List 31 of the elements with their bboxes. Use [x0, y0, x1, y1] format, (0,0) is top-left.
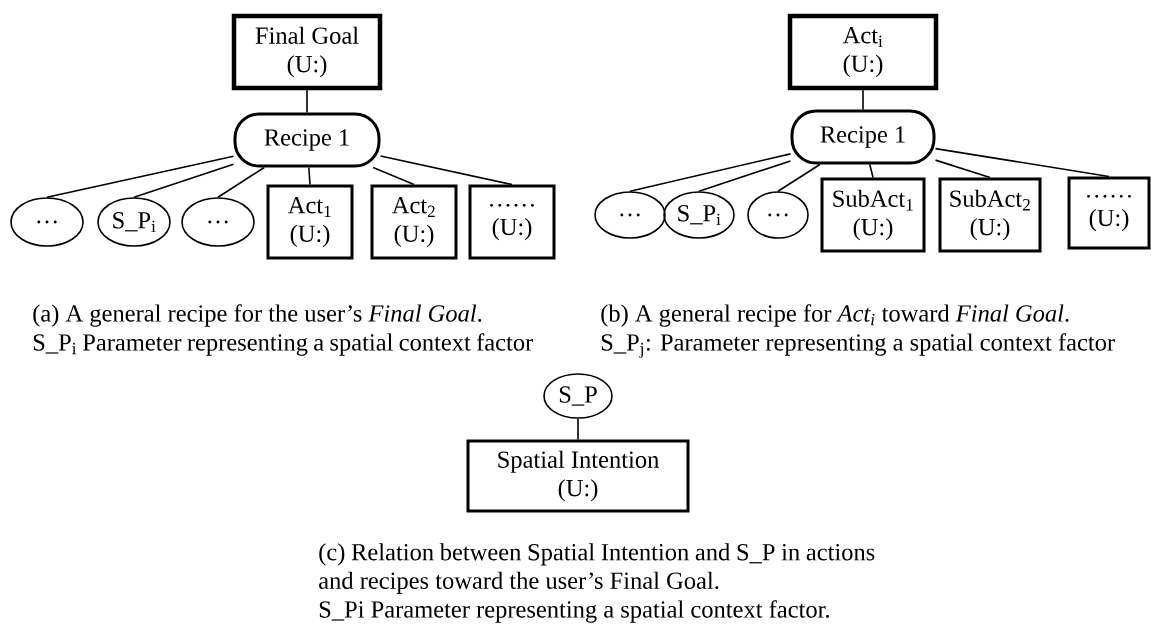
connector-line: [217, 166, 266, 198]
connector-line: [133, 163, 235, 198]
act-box: Act$_{1}$ (U:): [266, 184, 354, 260]
connector-line: [46, 155, 235, 198]
act-box: …… (U:): [1067, 176, 1151, 250]
connector-line: [934, 147, 1110, 178]
recipe-box: Recipe 1: [233, 112, 381, 168]
act-box: Spatial Intention (U:): [466, 439, 690, 513]
goal-box: Final Goal (U:): [231, 13, 383, 91]
connector-line: [629, 153, 792, 192]
connector-line: [372, 166, 415, 186]
connector-line: [698, 160, 792, 192]
caption: S_Pi Parameter representing a spatial context factor.: [319, 600, 829, 623]
goal-box: Act$_{i}$ (U:): [787, 13, 939, 91]
caption: S_P$_{i}$ Parameter representing a spatial context factor: [33, 333, 534, 356]
connector-line: [869, 163, 874, 179]
act-box: …… (U:): [468, 184, 556, 260]
connector-line: [862, 89, 864, 111]
connector-line: [577, 418, 579, 441]
connector-line: [379, 155, 513, 186]
connector-line: [308, 166, 311, 186]
caption: (b) A general recipe for Act$_{i}$ toward Final Goal.: [601, 304, 1069, 327]
caption: (c) Relation between Spatial Intention and S_P in actions and recipes toward the user’s Final Goal.: [319, 543, 875, 594]
act-box: Act$_{2}$ (U:): [370, 184, 458, 260]
act-box: SubAct$_{2}$ (U:): [938, 177, 1042, 253]
act-box: SubAct$_{1}$ (U:): [820, 177, 926, 253]
caption: (a) A general recipe for the user’s Final Goal.: [33, 304, 482, 327]
recipe-box: Recipe 1: [790, 109, 936, 165]
connector-line: [934, 159, 991, 179]
caption: S_P$_{j}$: Parameter representing a spatial context factor: [601, 333, 1115, 358]
connector-line: [306, 89, 308, 114]
